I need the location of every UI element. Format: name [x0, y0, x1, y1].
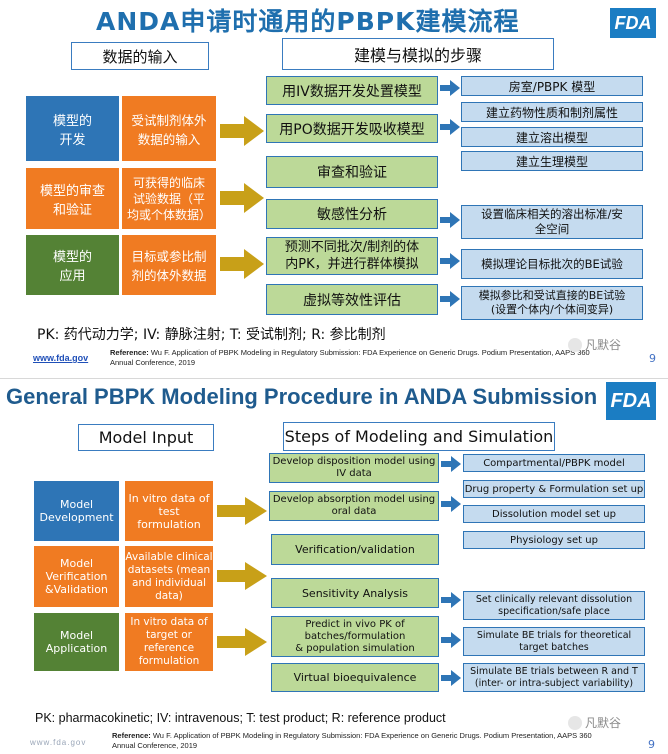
footnote-en: PK: pharmacokinetic; IV: intravenous; T:… — [35, 711, 446, 725]
reference-en: Reference: Wu F. Application of PBPK Mod… — [112, 731, 592, 750]
result-physiology: Physiology set up — [463, 531, 645, 549]
input-header: Model Input — [78, 424, 214, 451]
arrow-icon — [220, 183, 264, 213]
result-simulate-target: 模拟理论目标批次的BE试验 — [461, 249, 643, 279]
steps-header: Steps of Modeling and Simulation — [283, 422, 555, 451]
arrow-icon — [217, 628, 267, 656]
result-dissolution: 建立溶出模型 — [461, 127, 643, 147]
result-simulate-rt: Simulate BE trials between R and T (inte… — [463, 663, 645, 692]
step-verification: 审查和验证 — [266, 156, 438, 188]
steps-header: 建模与模拟的步骤 — [282, 38, 554, 70]
arrow-icon — [441, 632, 461, 648]
result-drug-property: 建立药物性质和制剂属性 — [461, 102, 643, 122]
stage-development: Model Development — [33, 480, 120, 542]
input-application: In vitro data of target or reference for… — [124, 612, 214, 672]
input-development: 受试制剂体外 数据的输入 — [121, 95, 217, 162]
arrow-icon — [441, 496, 461, 512]
result-dissolution-spec: Set clinically relevant dissolution spec… — [463, 591, 645, 620]
input-application: 目标或参比制 剂的体外数据 — [121, 234, 217, 296]
arrow-icon — [217, 562, 267, 590]
page-number: 9 — [649, 352, 656, 365]
step-predict: 预测不同批次/制剂的体 内PK，并进行群体模拟 — [266, 237, 438, 275]
step-sensitivity: 敏感性分析 — [266, 199, 438, 229]
stage-application: 模型的 应用 — [25, 234, 120, 296]
slide-title-en: General PBPK Modeling Procedure in ANDA … — [6, 384, 598, 409]
arrow-icon — [440, 253, 460, 269]
watermark-en: 凡默谷 — [568, 714, 621, 731]
slide-title-cn: ANDA申请时通用的PBPK建模流程 — [96, 7, 520, 36]
watermark-cn: 凡默谷 — [568, 336, 621, 353]
step-absorption: 用PO数据开发吸收模型 — [266, 114, 438, 143]
step-predict: Predict in vivo PK of batches/formulatio… — [271, 616, 439, 657]
arrow-icon — [440, 80, 460, 96]
arrow-icon — [217, 497, 267, 525]
fda-logo: FDA — [610, 8, 656, 38]
arrow-icon — [440, 119, 460, 135]
result-compartmental: Compartmental/PBPK model — [463, 454, 645, 472]
stage-verification: Model Verification &Validation — [33, 545, 120, 608]
reference-cn: Reference: Wu F. Application of PBPK Mod… — [110, 348, 590, 367]
step-disposition: Develop disposition model using IV data — [269, 453, 439, 483]
result-dissolution: Dissolution model set up — [463, 505, 645, 523]
wechat-icon — [568, 337, 582, 352]
step-virtual-be: 虚拟等效性评估 — [266, 284, 438, 315]
step-disposition: 用IV数据开发处置模型 — [266, 76, 438, 105]
result-simulate-rt: 模拟参比和受试直接的BE试验 (设置个体内/个体间变异) — [461, 286, 643, 320]
arrow-icon — [220, 116, 264, 146]
page-number: 9 — [648, 738, 655, 751]
stage-verification: 模型的审查 和验证 — [25, 167, 120, 230]
arrow-icon — [440, 212, 460, 228]
arrow-icon — [441, 456, 461, 472]
result-dissolution-spec: 设置临床相关的溶出标准/安 全空间 — [461, 205, 643, 239]
step-sensitivity: Sensitivity Analysis — [271, 578, 439, 608]
result-physiology: 建立生理模型 — [461, 151, 643, 171]
input-verification: 可获得的临床 试验数据（平 均或个体数据） — [121, 167, 217, 230]
wechat-icon — [568, 715, 582, 730]
fda-logo: FDA — [606, 382, 656, 420]
step-absorption: Develop absorption model using oral data — [269, 491, 439, 521]
result-drug-property: Drug property & Formulation set up — [463, 480, 645, 498]
result-compartmental: 房室/PBPK 模型 — [461, 76, 643, 96]
input-header: 数据的输入 — [71, 42, 209, 70]
arrow-icon — [441, 670, 461, 686]
stage-development: 模型的 开发 — [25, 95, 120, 162]
stage-application: Model Application — [33, 612, 120, 672]
footnote-cn: PK: 药代动力学; IV: 静脉注射; T: 受试制剂; R: 参比制剂 — [37, 327, 386, 343]
arrow-icon — [220, 249, 264, 279]
result-simulate-target: Simulate BE trials for theoretical targe… — [463, 627, 645, 656]
slide-divider — [0, 378, 668, 379]
step-virtual-be: Virtual bioequivalence — [271, 663, 439, 692]
input-development: In vitro data of test formulation — [124, 480, 214, 542]
input-verification: Available clinical datasets (mean and in… — [124, 545, 214, 608]
fda-link[interactable]: www.fda.gov — [33, 353, 89, 363]
arrow-icon — [440, 291, 460, 307]
fda-link[interactable]: www.fda.gov — [30, 738, 87, 747]
step-verification: Verification/validation — [271, 534, 439, 565]
arrow-icon — [441, 592, 461, 608]
